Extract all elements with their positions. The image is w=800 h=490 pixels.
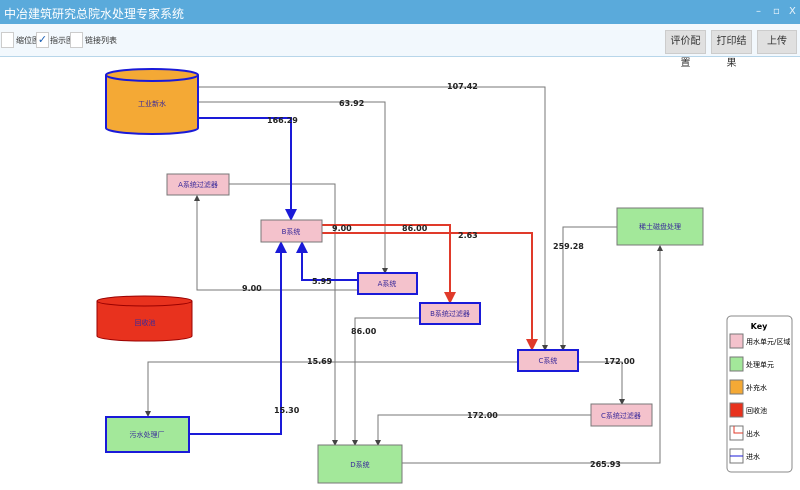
flow-label: 172.00 bbox=[467, 411, 498, 420]
node-c-filter[interactable]: C系统过滤器 bbox=[590, 403, 653, 427]
toolbar: 缩位图 ✓ 指示图 链接列表 评价配置 打印结果 上传 bbox=[0, 24, 800, 69]
flow-label: 9.00 bbox=[332, 224, 352, 233]
node-label: B系统过滤器 bbox=[430, 309, 470, 318]
inflow-lines bbox=[189, 117, 358, 435]
print-result-button[interactable]: 打印结果 bbox=[711, 30, 752, 69]
flow-label: 5.95 bbox=[312, 277, 332, 286]
restore-button[interactable]: ▫ bbox=[773, 6, 780, 17]
legend: Key 用水单元/区域 处理单元 补充水 回收池 出水 进水 bbox=[726, 315, 793, 473]
node-label: 稀土磁盘处理 bbox=[639, 222, 681, 231]
checkbox-label: 缩位图 bbox=[16, 36, 40, 45]
node-rare-earth[interactable]: 稀土磁盘处理 bbox=[616, 207, 704, 246]
node-label: C系统 bbox=[539, 356, 558, 365]
checkbox-thumbnail[interactable] bbox=[1, 32, 14, 48]
flow-label: 86.00 bbox=[402, 224, 428, 233]
node-label: C系统过滤器 bbox=[601, 411, 641, 420]
upload-button[interactable]: 上传 bbox=[757, 30, 797, 54]
close-button[interactable]: X bbox=[789, 6, 796, 17]
flow-label: 259.28 bbox=[553, 242, 584, 251]
legend-label: 处理单元 bbox=[746, 360, 774, 369]
node-sewage-plant[interactable]: 污水处理厂 bbox=[105, 416, 190, 453]
node-b-filter[interactable]: B系统过滤器 bbox=[419, 302, 481, 325]
node-recycle-pool[interactable]: 回收池 bbox=[96, 295, 193, 342]
flow-label: 2.63 bbox=[458, 231, 478, 240]
evaluation-config-button[interactable]: 评价配置 bbox=[665, 30, 706, 69]
checkbox-label: 指示图 bbox=[50, 36, 74, 45]
checkbox-link-list[interactable] bbox=[70, 32, 83, 48]
title-bar: 中冶建筑研究总院水处理专家系统 – ▫ X bbox=[0, 0, 800, 24]
outflow-lines bbox=[322, 224, 538, 351]
flow-label: 15.30 bbox=[274, 406, 300, 415]
flow-label: 166.29 bbox=[267, 116, 298, 125]
node-label: 回收池 bbox=[135, 318, 156, 327]
flow-label: 86.00 bbox=[351, 327, 377, 336]
checkbox-label: 链接列表 bbox=[85, 36, 117, 45]
flow-label: 15.69 bbox=[307, 357, 333, 366]
app-title: 中冶建筑研究总院水处理专家系统 bbox=[4, 7, 185, 21]
flow-labels: 107.42 63.92 166.29 9.00 86.00 2.63 259.… bbox=[242, 82, 635, 469]
legend-title: Key bbox=[751, 322, 768, 331]
node-label: B系统 bbox=[282, 227, 301, 236]
node-c-system[interactable]: C系统 bbox=[517, 349, 579, 372]
flow-label: 265.93 bbox=[590, 460, 621, 469]
legend-label: 补充水 bbox=[746, 383, 767, 392]
flow-label: 9.00 bbox=[242, 284, 262, 293]
legend-label: 用水单元/区域 bbox=[746, 337, 790, 346]
water-flow-diagram: 107.42 63.92 166.29 9.00 86.00 2.63 259.… bbox=[96, 68, 793, 484]
node-b-system[interactable]: B系统 bbox=[260, 219, 323, 243]
node-a-filter[interactable]: A系统过滤器 bbox=[166, 173, 230, 196]
flow-label: 63.92 bbox=[339, 99, 364, 108]
node-label: 污水处理厂 bbox=[130, 430, 165, 439]
flow-label: 172.00 bbox=[604, 357, 635, 366]
node-a-system[interactable]: A系统 bbox=[357, 272, 418, 295]
node-industrial-water[interactable]: 工业新水 bbox=[105, 68, 199, 135]
minimize-button[interactable]: – bbox=[756, 6, 761, 17]
flow-label: 107.42 bbox=[447, 82, 478, 91]
checkbox-indicator[interactable]: ✓ bbox=[36, 32, 49, 48]
node-label: 工业新水 bbox=[138, 99, 166, 108]
node-label: A系统 bbox=[378, 279, 397, 288]
gray-flows bbox=[145, 86, 663, 464]
legend-label: 回收池 bbox=[746, 406, 767, 415]
node-label: A系统过滤器 bbox=[178, 180, 218, 189]
node-d-system[interactable]: D系统 bbox=[317, 444, 403, 484]
legend-label: 出水 bbox=[746, 429, 760, 438]
legend-label: 进水 bbox=[746, 452, 760, 461]
node-label: D系统 bbox=[350, 460, 369, 469]
